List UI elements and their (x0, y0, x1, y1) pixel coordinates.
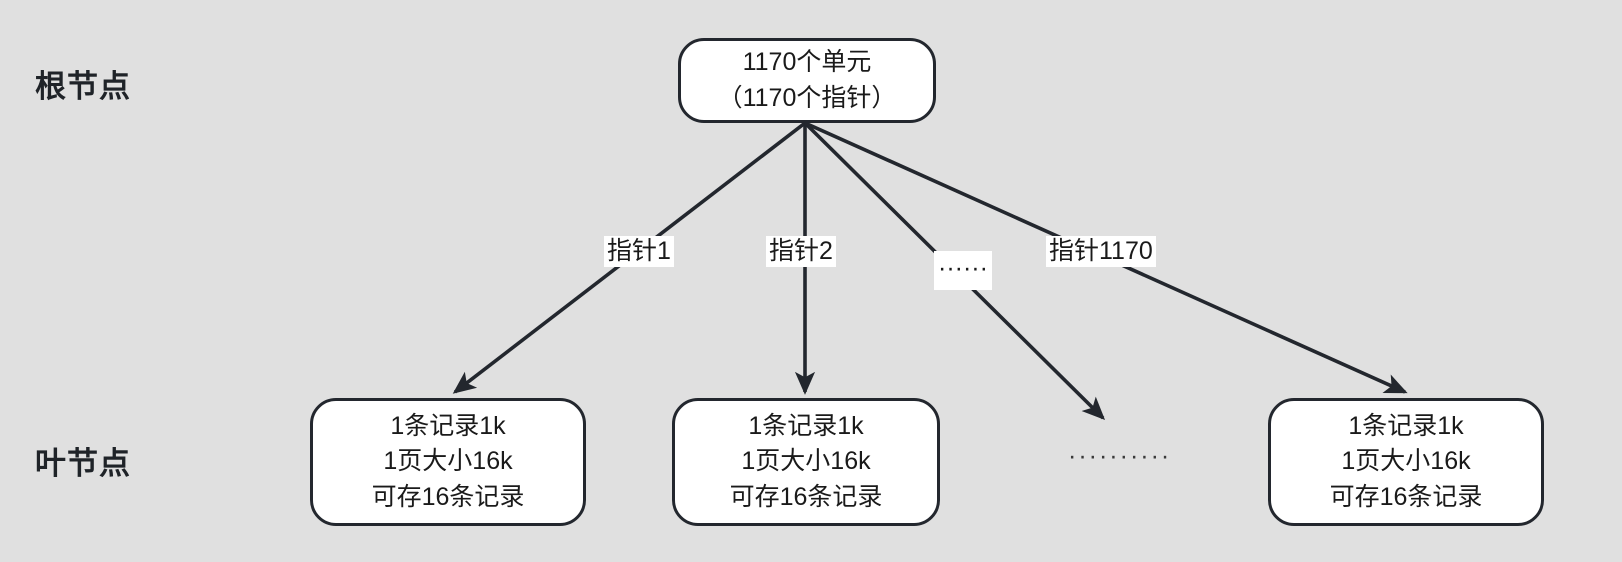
root-node-line-1: 1170个单元 (742, 48, 872, 76)
level-label-root: 根节点 (35, 69, 131, 104)
root-node[interactable]: 1170个单元 （1170个指针） (678, 38, 936, 123)
leaf-ellipsis-label: ·········· (1068, 442, 1172, 470)
root-node-line-2: （1170个指针） (717, 83, 897, 112)
leaf-node-2-line-3: 可存16条记录 (729, 482, 883, 511)
edge-label-pointer-1: 指针1 (604, 236, 674, 267)
leaf-node-1-line-1: 1条记录1k (390, 411, 506, 440)
leaf-node-n-line-3: 可存16条记录 (1329, 482, 1483, 511)
leaf-node-1-line-3: 可存16条记录 (371, 482, 525, 511)
leaf-node-n-line-2: 1页大小16k (1341, 447, 1471, 476)
leaf-node-1[interactable]: 1条记录1k 1页大小16k 可存16条记录 (310, 398, 586, 526)
level-label-leaf: 叶节点 (35, 446, 131, 481)
edge-label-pointer-2: 指针2 (766, 236, 836, 267)
leaf-node-2[interactable]: 1条记录1k 1页大小16k 可存16条记录 (672, 398, 940, 526)
leaf-node-2-line-1: 1条记录1k (748, 411, 864, 440)
leaf-node-n-line-1: 1条记录1k (1348, 411, 1464, 440)
leaf-node-n[interactable]: 1条记录1k 1页大小16k 可存16条记录 (1268, 398, 1544, 526)
leaf-node-2-line-2: 1页大小16k (741, 447, 871, 476)
leaf-node-1-line-2: 1页大小16k (383, 447, 513, 476)
edge-label-pointer-1170: 指针1170 (1046, 236, 1156, 267)
edge-label-pointer-ellipsis: ······ (934, 251, 992, 290)
